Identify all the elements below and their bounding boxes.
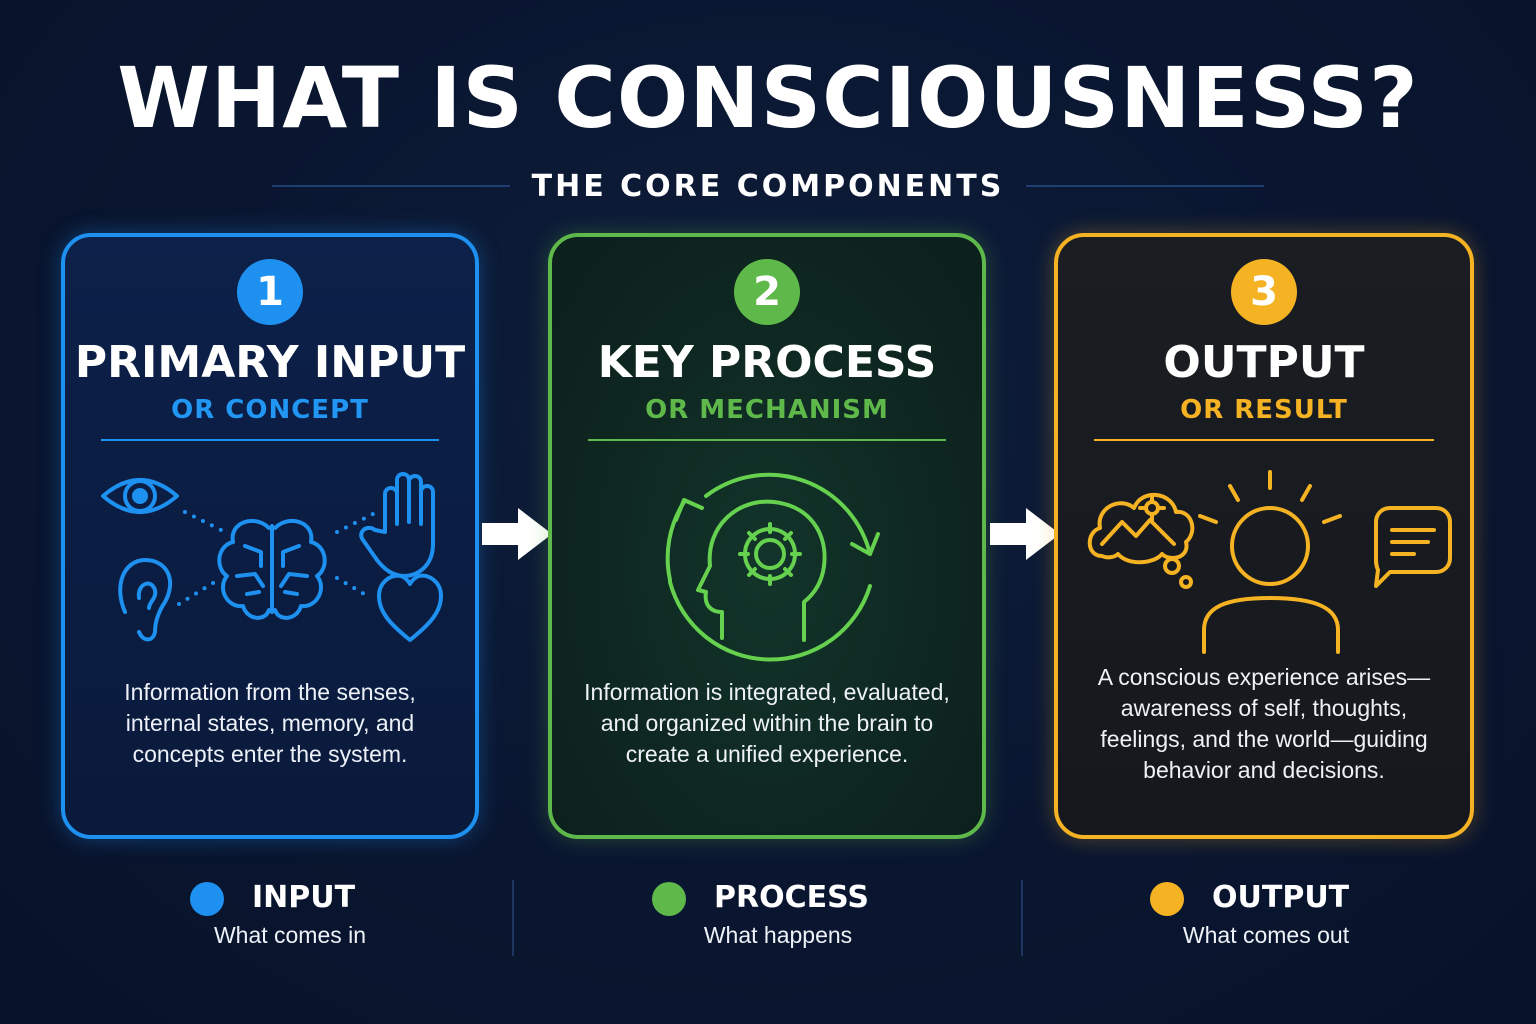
cycle-arrows-icon <box>665 472 880 662</box>
legend-item-output: OUTPUT What comes out <box>1136 878 1396 958</box>
card-input: 1 PRIMARY INPUT OR CONCEPT <box>61 233 479 839</box>
legend-description: What comes out <box>1182 922 1350 948</box>
legend-description: What comes in <box>213 922 367 948</box>
card-description: Information is integrated, evaluated, an… <box>584 679 950 767</box>
brain-icon <box>217 518 327 620</box>
page-title: WHAT IS CONSCIOUSNESS? <box>117 49 1419 147</box>
card-divider <box>101 439 439 441</box>
input-illustration <box>101 472 443 642</box>
legend-dot <box>190 882 224 916</box>
process-illustration <box>665 472 880 662</box>
subtitle-row: THE CORE COMPONENTS <box>272 166 1264 206</box>
head-gear-icon <box>696 499 827 642</box>
legend-separator <box>1021 880 1023 956</box>
card-output: 3 OUTPUT OR RESULT A conscious exp <box>1054 233 1474 839</box>
legend-description: What happens <box>703 922 853 948</box>
legend-separator <box>512 880 514 956</box>
output-illustration <box>1087 470 1452 654</box>
eye-icon <box>101 478 179 514</box>
card-title: PRIMARY INPUT <box>74 337 466 388</box>
card-title: OUTPUT <box>1163 337 1365 388</box>
heart-icon <box>377 573 443 642</box>
connection-dots <box>177 510 375 606</box>
card-subtitle: OR CONCEPT <box>171 395 369 425</box>
legend-label: INPUT <box>252 880 356 915</box>
card-description: Information from the senses, internal st… <box>124 679 416 767</box>
legend-item-process: PROCESS What happens <box>648 878 908 958</box>
step-number-badge: 1 <box>237 259 303 325</box>
card-title: KEY PROCESS <box>597 337 937 388</box>
step-number-badge: 3 <box>1231 259 1297 325</box>
thought-bubble-icon <box>1087 492 1195 589</box>
card-description: A conscious experience arises—awareness … <box>1097 664 1431 783</box>
subtitle-line-left <box>272 185 510 187</box>
ear-icon <box>118 558 173 642</box>
card-subtitle: OR MECHANISM <box>645 395 889 425</box>
legend-label: PROCESS <box>714 880 869 915</box>
card-process: 2 KEY PROCESS OR MECHANISM Information i… <box>548 233 986 839</box>
page-subtitle: THE CORE COMPONENTS <box>531 168 1005 204</box>
legend-dot <box>652 882 686 916</box>
card-divider <box>588 439 946 441</box>
subtitle-line-right <box>1026 185 1264 187</box>
arrow-right-icon <box>482 508 552 560</box>
arrow-right-icon <box>990 508 1060 560</box>
card-divider <box>1094 439 1434 441</box>
legend-item-input: INPUT What comes in <box>160 878 420 958</box>
step-number-badge: 2 <box>734 259 800 325</box>
legend-dot <box>1150 882 1184 916</box>
person-icon <box>1198 470 1342 654</box>
speech-bubble-icon <box>1374 506 1452 588</box>
legend-label: OUTPUT <box>1212 880 1350 915</box>
hand-icon <box>359 472 435 578</box>
card-subtitle: OR RESULT <box>1180 395 1348 425</box>
